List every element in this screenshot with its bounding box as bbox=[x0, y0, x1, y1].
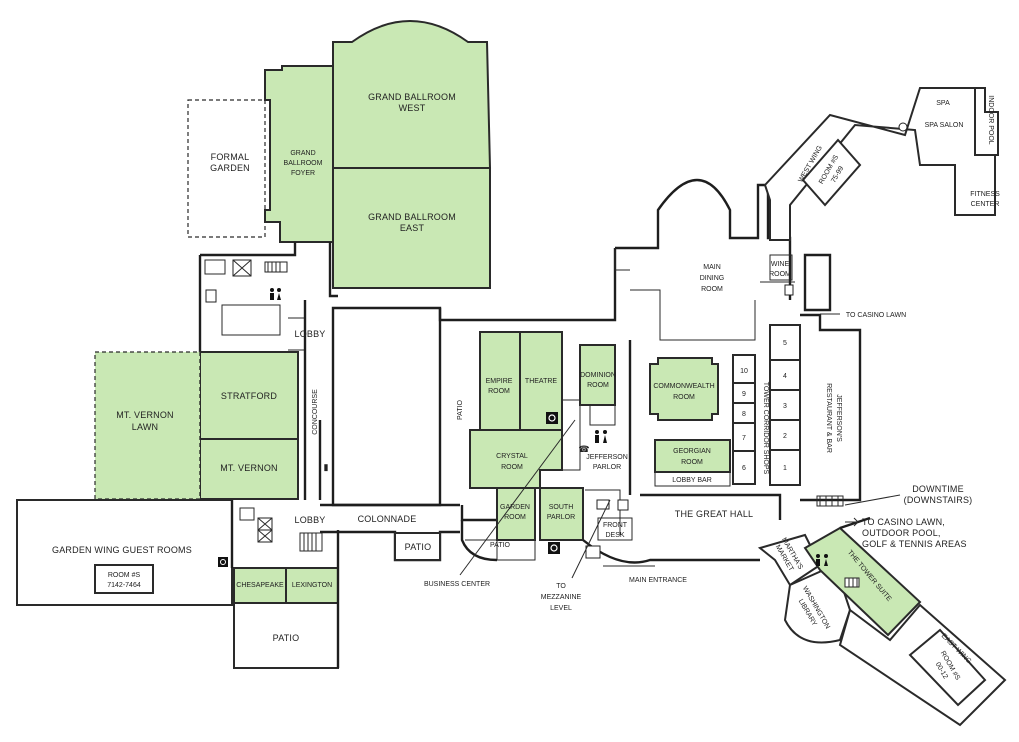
theatre-label: THEATRE bbox=[525, 378, 557, 385]
patio-vertical-label: PATIO bbox=[457, 399, 464, 420]
jeffersons-label: JEFFERSON'SRESTAURANT & BAR bbox=[825, 383, 842, 453]
wheelchair-icon bbox=[218, 557, 228, 567]
main-entrance-label: MAIN ENTRANCE bbox=[629, 577, 687, 584]
crystal-room[interactable] bbox=[469, 429, 563, 489]
spa-stairs-icon bbox=[898, 122, 908, 132]
garden-wing bbox=[16, 499, 340, 669]
grand-ballroom-east[interactable] bbox=[332, 167, 491, 289]
wheelchair-icon bbox=[548, 542, 560, 554]
stratford-room[interactable] bbox=[199, 351, 299, 440]
shop-1-label: 1 bbox=[783, 465, 787, 472]
lobby-bar bbox=[654, 471, 731, 487]
shop-4-label: 4 bbox=[783, 373, 787, 380]
to-casino-lawn-2-label: TO CASINO LAWN,OUTDOOR POOL,GOLF & TENNI… bbox=[862, 517, 967, 549]
lexington-label: LEXINGTON bbox=[292, 582, 332, 589]
chesapeake-label: CHESAPEAKE bbox=[236, 582, 284, 589]
indoor-pool-label: INDOOR POOL bbox=[987, 95, 994, 145]
grand-ballroom-foyer[interactable] bbox=[264, 65, 334, 243]
west-wing-guest-rooms bbox=[763, 87, 996, 241]
great-hall-area bbox=[460, 179, 795, 564]
mt-vernon-room[interactable] bbox=[199, 438, 299, 500]
patio-lower-label: PATIO bbox=[490, 542, 511, 549]
shop-5-label: 5 bbox=[783, 340, 787, 347]
commonwealth-room[interactable] bbox=[649, 357, 719, 421]
lobby-bar-label: LOBBY BAR bbox=[672, 477, 712, 484]
callout-lines bbox=[459, 313, 901, 579]
mt-vernon-label: MT. VERNON bbox=[220, 463, 278, 473]
patio-small-label: PATIO bbox=[405, 542, 432, 552]
downtime-label: DOWNTIME(DOWNSTAIRS) bbox=[904, 484, 973, 505]
shop-7-label: 7 bbox=[742, 435, 746, 442]
wheelchair-icon bbox=[546, 412, 558, 424]
spa-salon-label: SPA SALON bbox=[925, 122, 964, 129]
elevator-icon bbox=[205, 284, 794, 511]
to-casino-lawn-label: TO CASINO LAWN bbox=[846, 312, 906, 319]
business-center-label: BUSINESS CENTER bbox=[424, 581, 490, 588]
formal-garden bbox=[187, 99, 266, 238]
shop-2-label: 2 bbox=[783, 433, 787, 440]
restroom-icon bbox=[595, 430, 607, 443]
mt-vernon-lawn[interactable] bbox=[94, 351, 201, 500]
chesapeake-room[interactable] bbox=[233, 567, 287, 604]
shop-8-label: 8 bbox=[742, 411, 746, 418]
garden-wing-guest-rooms bbox=[16, 499, 233, 606]
tower-corridor-shops-label: TOWER CORRIDOR SHOPS bbox=[762, 382, 769, 475]
restroom-icon bbox=[816, 554, 828, 566]
patio-bottom-label: PATIO bbox=[273, 633, 300, 643]
shop-3-label: 3 bbox=[783, 403, 787, 410]
the-tower-suite[interactable] bbox=[803, 526, 922, 637]
colonnade-corridor bbox=[320, 503, 460, 562]
central-meeting-rooms bbox=[460, 331, 633, 561]
shop-6-label: 6 bbox=[742, 465, 746, 472]
east-wing bbox=[757, 516, 1007, 727]
telephone-icon: ☎ ▮ bbox=[324, 444, 590, 472]
concourse-label: CONCOURSE bbox=[312, 389, 319, 435]
lobby-upper-label: LOBBY bbox=[294, 329, 325, 339]
grand-ballroom-complex bbox=[187, 20, 492, 289]
west-wing bbox=[763, 87, 999, 312]
shop-9-label: 9 bbox=[742, 391, 746, 398]
great-hall-label: THE GREAT HALL bbox=[675, 509, 754, 519]
spa-label: SPA bbox=[936, 100, 950, 107]
patio-small bbox=[394, 532, 441, 561]
grand-ballroom-west[interactable] bbox=[332, 20, 492, 169]
stratford-label: STRATFORD bbox=[221, 391, 277, 401]
restroom-icon bbox=[270, 288, 281, 300]
west-wing-body bbox=[94, 242, 617, 507]
lobby-lower-label: LOBBY bbox=[294, 515, 325, 525]
stairs-icon bbox=[596, 499, 860, 588]
colonnade-label: COLONNADE bbox=[358, 514, 417, 524]
garden-wing-label: GARDEN WING GUEST ROOMS bbox=[52, 545, 192, 555]
tower-corridor-shops bbox=[732, 313, 862, 507]
shop-10-label: 10 bbox=[740, 368, 748, 375]
georgian-room[interactable] bbox=[654, 439, 731, 473]
svg-text:▮: ▮ bbox=[324, 462, 329, 472]
svg-text:☎: ☎ bbox=[578, 444, 589, 454]
